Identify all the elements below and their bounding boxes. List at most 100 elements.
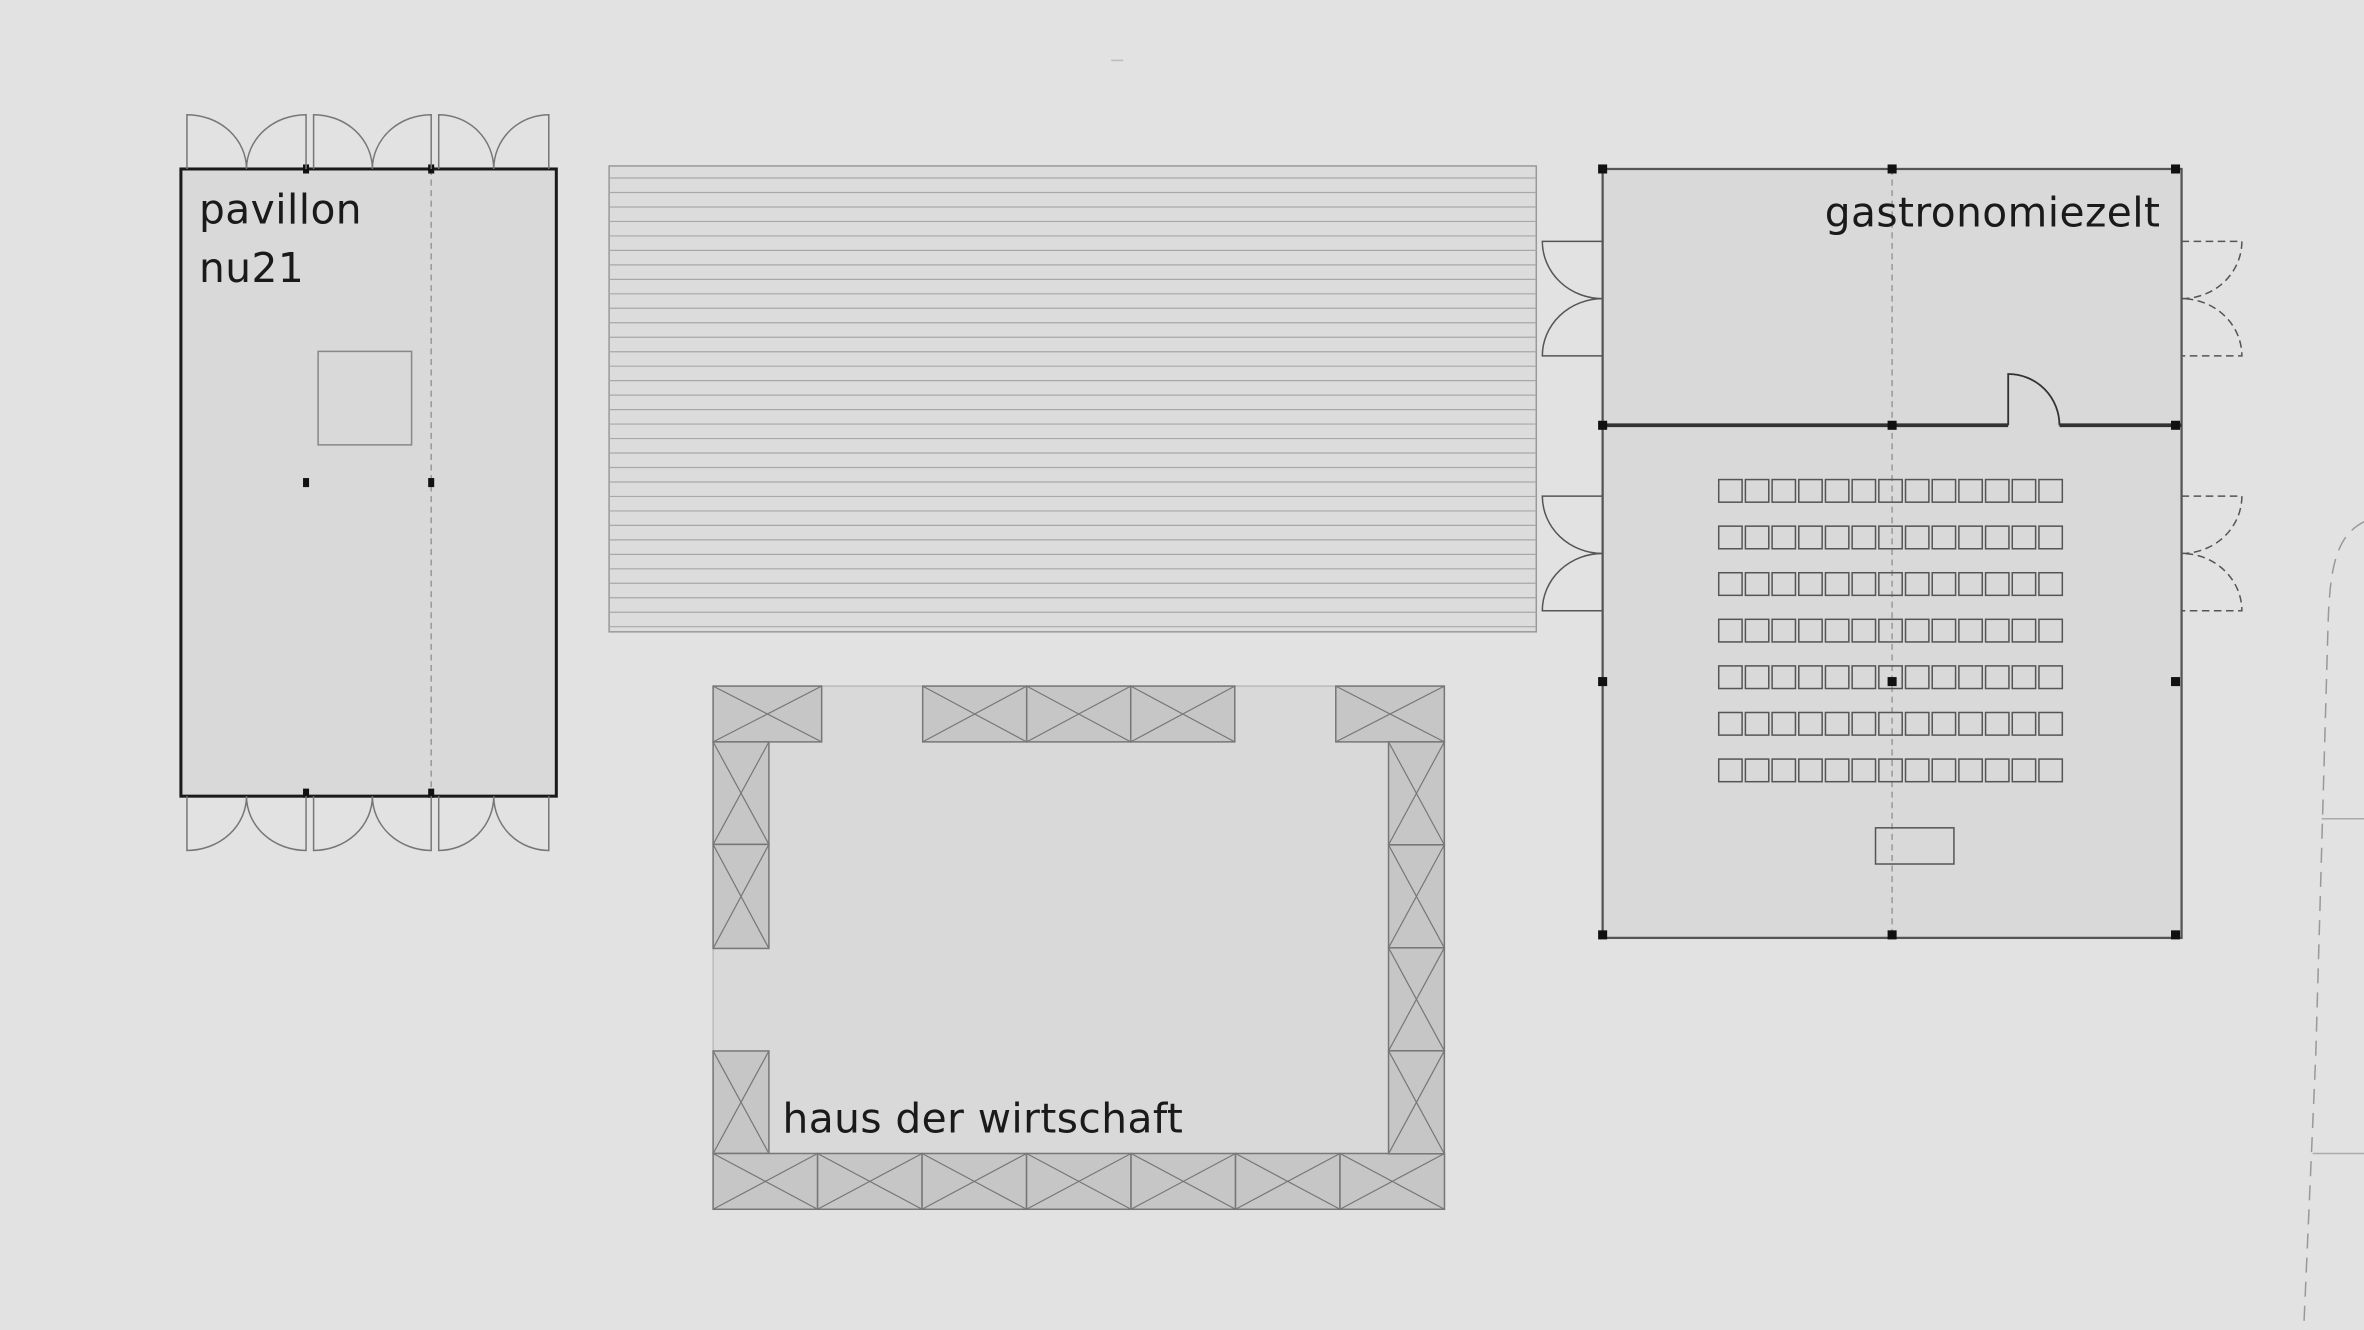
chair	[1958, 665, 1984, 690]
pavillon-label-nu21: nu21	[199, 244, 304, 292]
chair	[1851, 571, 1877, 597]
chair	[1984, 758, 2010, 783]
chair	[1931, 571, 1957, 597]
chair	[1824, 711, 1850, 736]
column	[2171, 677, 2181, 687]
column	[1598, 420, 1608, 430]
truss-brace	[1026, 685, 1132, 743]
double-door	[2181, 240, 2243, 357]
double-door	[1541, 240, 1603, 357]
chair	[1984, 618, 2010, 643]
truss-brace	[712, 741, 770, 845]
column	[2171, 420, 2181, 430]
truss-brace	[817, 1152, 923, 1210]
chair	[1851, 478, 1877, 503]
truss-brace	[1335, 685, 1445, 743]
chair	[1851, 711, 1877, 736]
truss-brace	[1130, 685, 1236, 743]
seating-rows	[1717, 478, 2064, 783]
chair	[2011, 618, 2037, 643]
chair	[1984, 478, 2010, 503]
chair	[1931, 618, 1957, 643]
truss-brace	[1388, 947, 1445, 1052]
chair	[1904, 711, 1930, 736]
chair	[1798, 758, 1823, 783]
chair	[1717, 665, 1743, 690]
chair	[1958, 711, 1984, 736]
chair	[1984, 525, 2010, 550]
column	[1598, 677, 1608, 687]
chair	[2011, 525, 2037, 550]
chair	[2038, 618, 2064, 643]
chair	[1717, 525, 1743, 550]
column	[303, 788, 310, 798]
double-door	[312, 796, 432, 852]
truss-brace	[712, 844, 770, 949]
chair	[2038, 758, 2064, 783]
chair	[1984, 665, 2010, 690]
interior-door	[2007, 373, 2061, 426]
truss-modules	[712, 685, 1446, 1211]
gastro-doors	[1541, 240, 2243, 612]
chair	[1878, 525, 1903, 550]
chair	[2038, 665, 2064, 690]
chair	[1931, 525, 1957, 550]
chair	[1824, 665, 1850, 690]
chair	[1798, 618, 1823, 643]
column	[303, 478, 310, 488]
chair	[2011, 478, 2037, 503]
truss-brace	[1388, 741, 1445, 846]
truss-brace	[712, 1152, 818, 1210]
chair	[1798, 665, 1823, 690]
column	[1887, 420, 1897, 430]
chair	[1824, 571, 1850, 597]
chair	[1878, 571, 1903, 597]
truss-brace	[1026, 1152, 1132, 1210]
chair	[1717, 571, 1743, 597]
double-door	[312, 113, 432, 169]
double-door	[1541, 495, 1603, 612]
chair	[1771, 478, 1797, 503]
chair	[1798, 571, 1823, 597]
chair	[1931, 478, 1957, 503]
pavillon-label: pavillon	[199, 185, 362, 233]
chair	[1878, 665, 1903, 690]
chair	[1958, 758, 1984, 783]
chair	[2038, 525, 2064, 550]
chair	[1958, 571, 1984, 597]
chair	[1771, 665, 1797, 690]
chair	[1798, 478, 1823, 503]
chair	[1744, 618, 1770, 643]
gastro-label: gastronomiezelt	[1825, 188, 2161, 236]
site-boundary-path	[2302, 521, 2364, 1330]
chair	[1824, 478, 1850, 503]
haus-label: haus der wirtschaft	[782, 1094, 1183, 1142]
truss-brace	[1388, 844, 1445, 949]
stage-table	[1874, 827, 1955, 865]
chair	[1904, 758, 1930, 783]
chair	[1717, 618, 1743, 643]
chair	[2038, 571, 2064, 597]
chair	[1717, 758, 1743, 783]
chair	[1878, 478, 1903, 503]
chair	[1851, 618, 1877, 643]
chair	[1904, 571, 1930, 597]
double-door	[437, 113, 550, 169]
chair	[1771, 758, 1797, 783]
truss-brace	[1235, 1152, 1341, 1210]
column	[428, 788, 435, 798]
chair	[2011, 758, 2037, 783]
chair	[1904, 618, 1930, 643]
chair	[1798, 711, 1823, 736]
truss-brace	[922, 685, 1027, 743]
chair	[1771, 711, 1797, 736]
chair	[1744, 571, 1770, 597]
chair	[1931, 758, 1957, 783]
chair	[1771, 618, 1797, 643]
truss-brace	[712, 1050, 770, 1154]
truss-brace	[1388, 1050, 1445, 1155]
chair	[2011, 571, 2037, 597]
pavillon-building: pavillon nu21	[179, 113, 558, 852]
chair	[1931, 711, 1957, 736]
